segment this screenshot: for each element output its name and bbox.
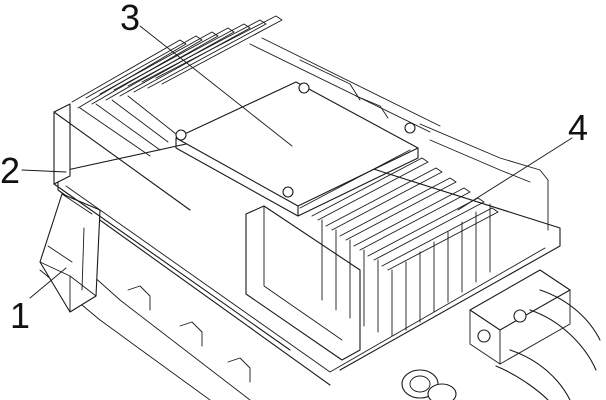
connector-hole-icon (513, 309, 527, 323)
screw-icon (175, 129, 187, 141)
leader-line-3 (139, 25, 293, 147)
front-fin-slab (245, 205, 361, 361)
right-rear-fins (249, 37, 549, 231)
callout-3: 3 (120, 0, 140, 38)
screw-icon (404, 122, 416, 134)
cable-connector (401, 269, 601, 400)
callout-4: 4 (568, 107, 588, 148)
screw-icon (298, 82, 310, 94)
callout-1: 1 (10, 295, 30, 336)
left-fin-plate (53, 103, 291, 351)
callout-leaders (21, 25, 573, 299)
callout-2: 2 (0, 150, 20, 191)
rear-fin-array (71, 15, 283, 157)
mounting-bracket (39, 193, 251, 383)
leader-line-2 (21, 169, 67, 173)
screw-icon (282, 186, 294, 198)
cover-plate (175, 81, 419, 217)
callout-labels: 3 2 1 4 (0, 0, 588, 336)
connector-hole-icon (477, 329, 491, 343)
leader-line-4 (457, 137, 573, 211)
leader-line-1 (29, 267, 67, 299)
right-fin-array (299, 149, 499, 337)
